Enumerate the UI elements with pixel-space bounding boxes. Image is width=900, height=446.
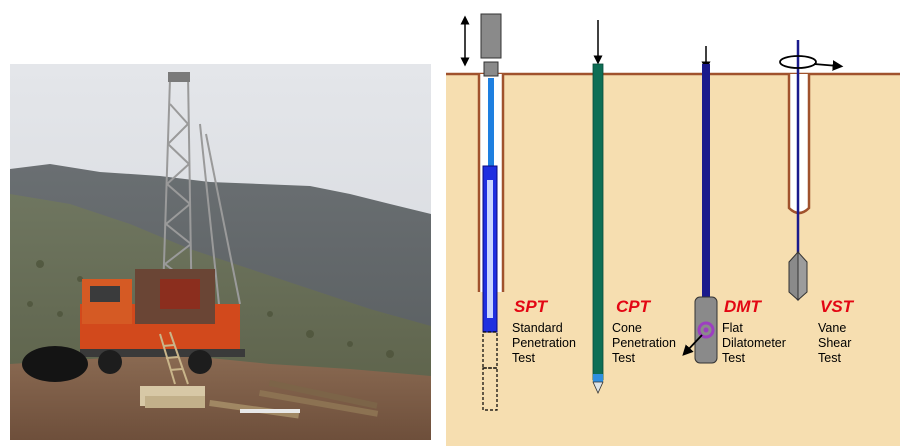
test-desc-line: Test	[612, 351, 635, 365]
dmt-rod	[702, 64, 710, 299]
dmt-expansion-arrow	[682, 334, 703, 356]
test-abbr: VST	[820, 297, 855, 316]
machinery-detail	[160, 279, 200, 309]
cab-window	[90, 286, 120, 302]
test-desc-line: Penetration	[512, 336, 576, 350]
test-desc-line: Flat	[722, 321, 743, 335]
water-tank	[22, 346, 88, 382]
test-label-dmt: DMT Flat Dilatometer Test	[722, 297, 786, 365]
test-abbr: CPT	[616, 297, 652, 316]
ladder	[159, 331, 189, 385]
spt-anvil	[483, 61, 499, 77]
spt-rod	[488, 78, 494, 168]
drilling-rig-photo	[10, 64, 431, 440]
test-desc-line: Dilatometer	[722, 336, 786, 350]
dmt-membrane-center	[703, 327, 709, 333]
vst-torque-arrow	[813, 60, 844, 71]
test-desc-line: Vane	[818, 321, 846, 335]
test-desc-line: Test	[818, 351, 841, 365]
test-desc-line: Cone	[612, 321, 642, 335]
truck-bumper	[80, 349, 245, 357]
cpt-friction-sleeve	[593, 374, 603, 382]
test-desc-line: Standard	[512, 321, 563, 335]
test-desc-line: Test	[722, 351, 745, 365]
dmt-membrane	[697, 321, 715, 339]
vst-vane	[788, 250, 808, 302]
test-desc-line: Test	[512, 351, 535, 365]
pipe-stack	[140, 380, 379, 419]
soil-layer	[446, 74, 900, 446]
test-desc-line: Penetration	[612, 336, 676, 350]
cpt-cone-tip	[592, 381, 604, 394]
test-label-vst: VST Vane Shear Test	[818, 297, 855, 365]
insitu-test-diagram: SPT Standard Penetration Test CPT Cone P…	[446, 13, 900, 446]
test-label-spt: SPT Standard Penetration Test	[512, 297, 576, 365]
vst-torque-ring	[779, 55, 817, 69]
truck-wheel	[98, 350, 122, 374]
test-desc-line: Shear	[818, 336, 851, 350]
spt-future-intervals	[482, 331, 498, 411]
dirt-ground	[10, 354, 431, 440]
test-label-cpt: CPT Cone Penetration Test	[612, 297, 676, 365]
mast-top	[168, 72, 190, 82]
spt-hammer	[480, 13, 502, 59]
test-abbr: DMT	[724, 297, 762, 316]
spt-sampler-core	[487, 180, 493, 318]
truck-wheel	[188, 350, 212, 374]
cpt-rod	[592, 63, 604, 381]
test-abbr: SPT	[514, 297, 549, 316]
